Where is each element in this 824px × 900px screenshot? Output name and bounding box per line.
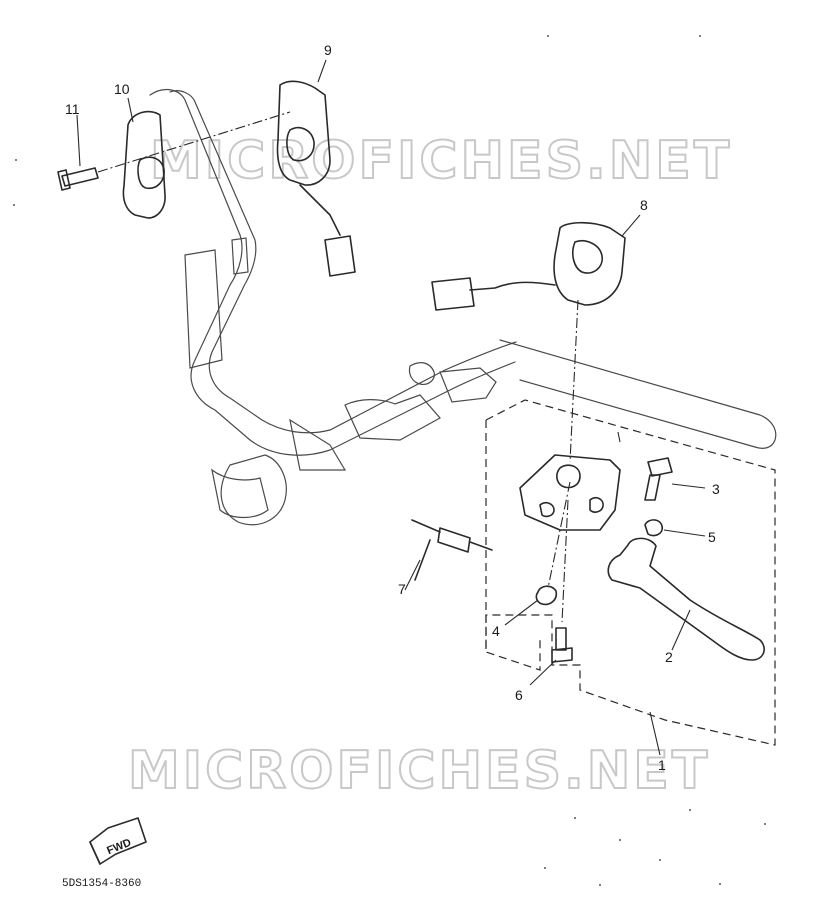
part-bolt-11 xyxy=(57,114,99,191)
watermark-bottom: MICROFICHES.NET xyxy=(128,741,710,801)
assembly-boundary-1 xyxy=(485,399,776,746)
part-nut-4 xyxy=(504,481,571,626)
part-lever-2 xyxy=(607,537,765,661)
handlebar-outline xyxy=(149,88,777,526)
part-switch-7 xyxy=(404,519,493,591)
part-number-2: 2 xyxy=(665,649,673,665)
part-1-leader xyxy=(649,711,661,756)
reference-code: 5DS1354-8360 xyxy=(62,878,141,890)
scan-noise xyxy=(13,35,766,886)
part-number-11: 11 xyxy=(65,101,80,117)
part-clamp-10 xyxy=(97,97,291,219)
part-screw-3 xyxy=(644,457,706,501)
fwd-arrow-icon: FWD xyxy=(89,817,147,865)
part-bracket-assembly xyxy=(519,454,621,531)
part-number-6: 6 xyxy=(515,687,523,703)
part-number-labels: 1 2 3 4 5 6 7 8 9 10 11 xyxy=(65,42,720,773)
part-number-9: 9 xyxy=(324,42,332,58)
part-switch-9 xyxy=(276,59,356,277)
part-switch-8 xyxy=(431,214,641,463)
bracket-tick-mark xyxy=(617,431,621,443)
part-collar-5 xyxy=(644,519,706,537)
part-number-10: 10 xyxy=(114,81,130,97)
part-number-1: 1 xyxy=(658,757,666,773)
part-bolt-6 xyxy=(529,499,573,686)
part-number-7: 7 xyxy=(398,581,406,597)
part-number-8: 8 xyxy=(640,197,648,213)
part-number-5: 5 xyxy=(708,529,716,545)
part-number-4: 4 xyxy=(492,623,500,639)
fwd-label: FWD xyxy=(105,837,133,858)
watermark-top: MICROFICHES.NET xyxy=(150,131,732,191)
part-number-3: 3 xyxy=(712,481,720,497)
